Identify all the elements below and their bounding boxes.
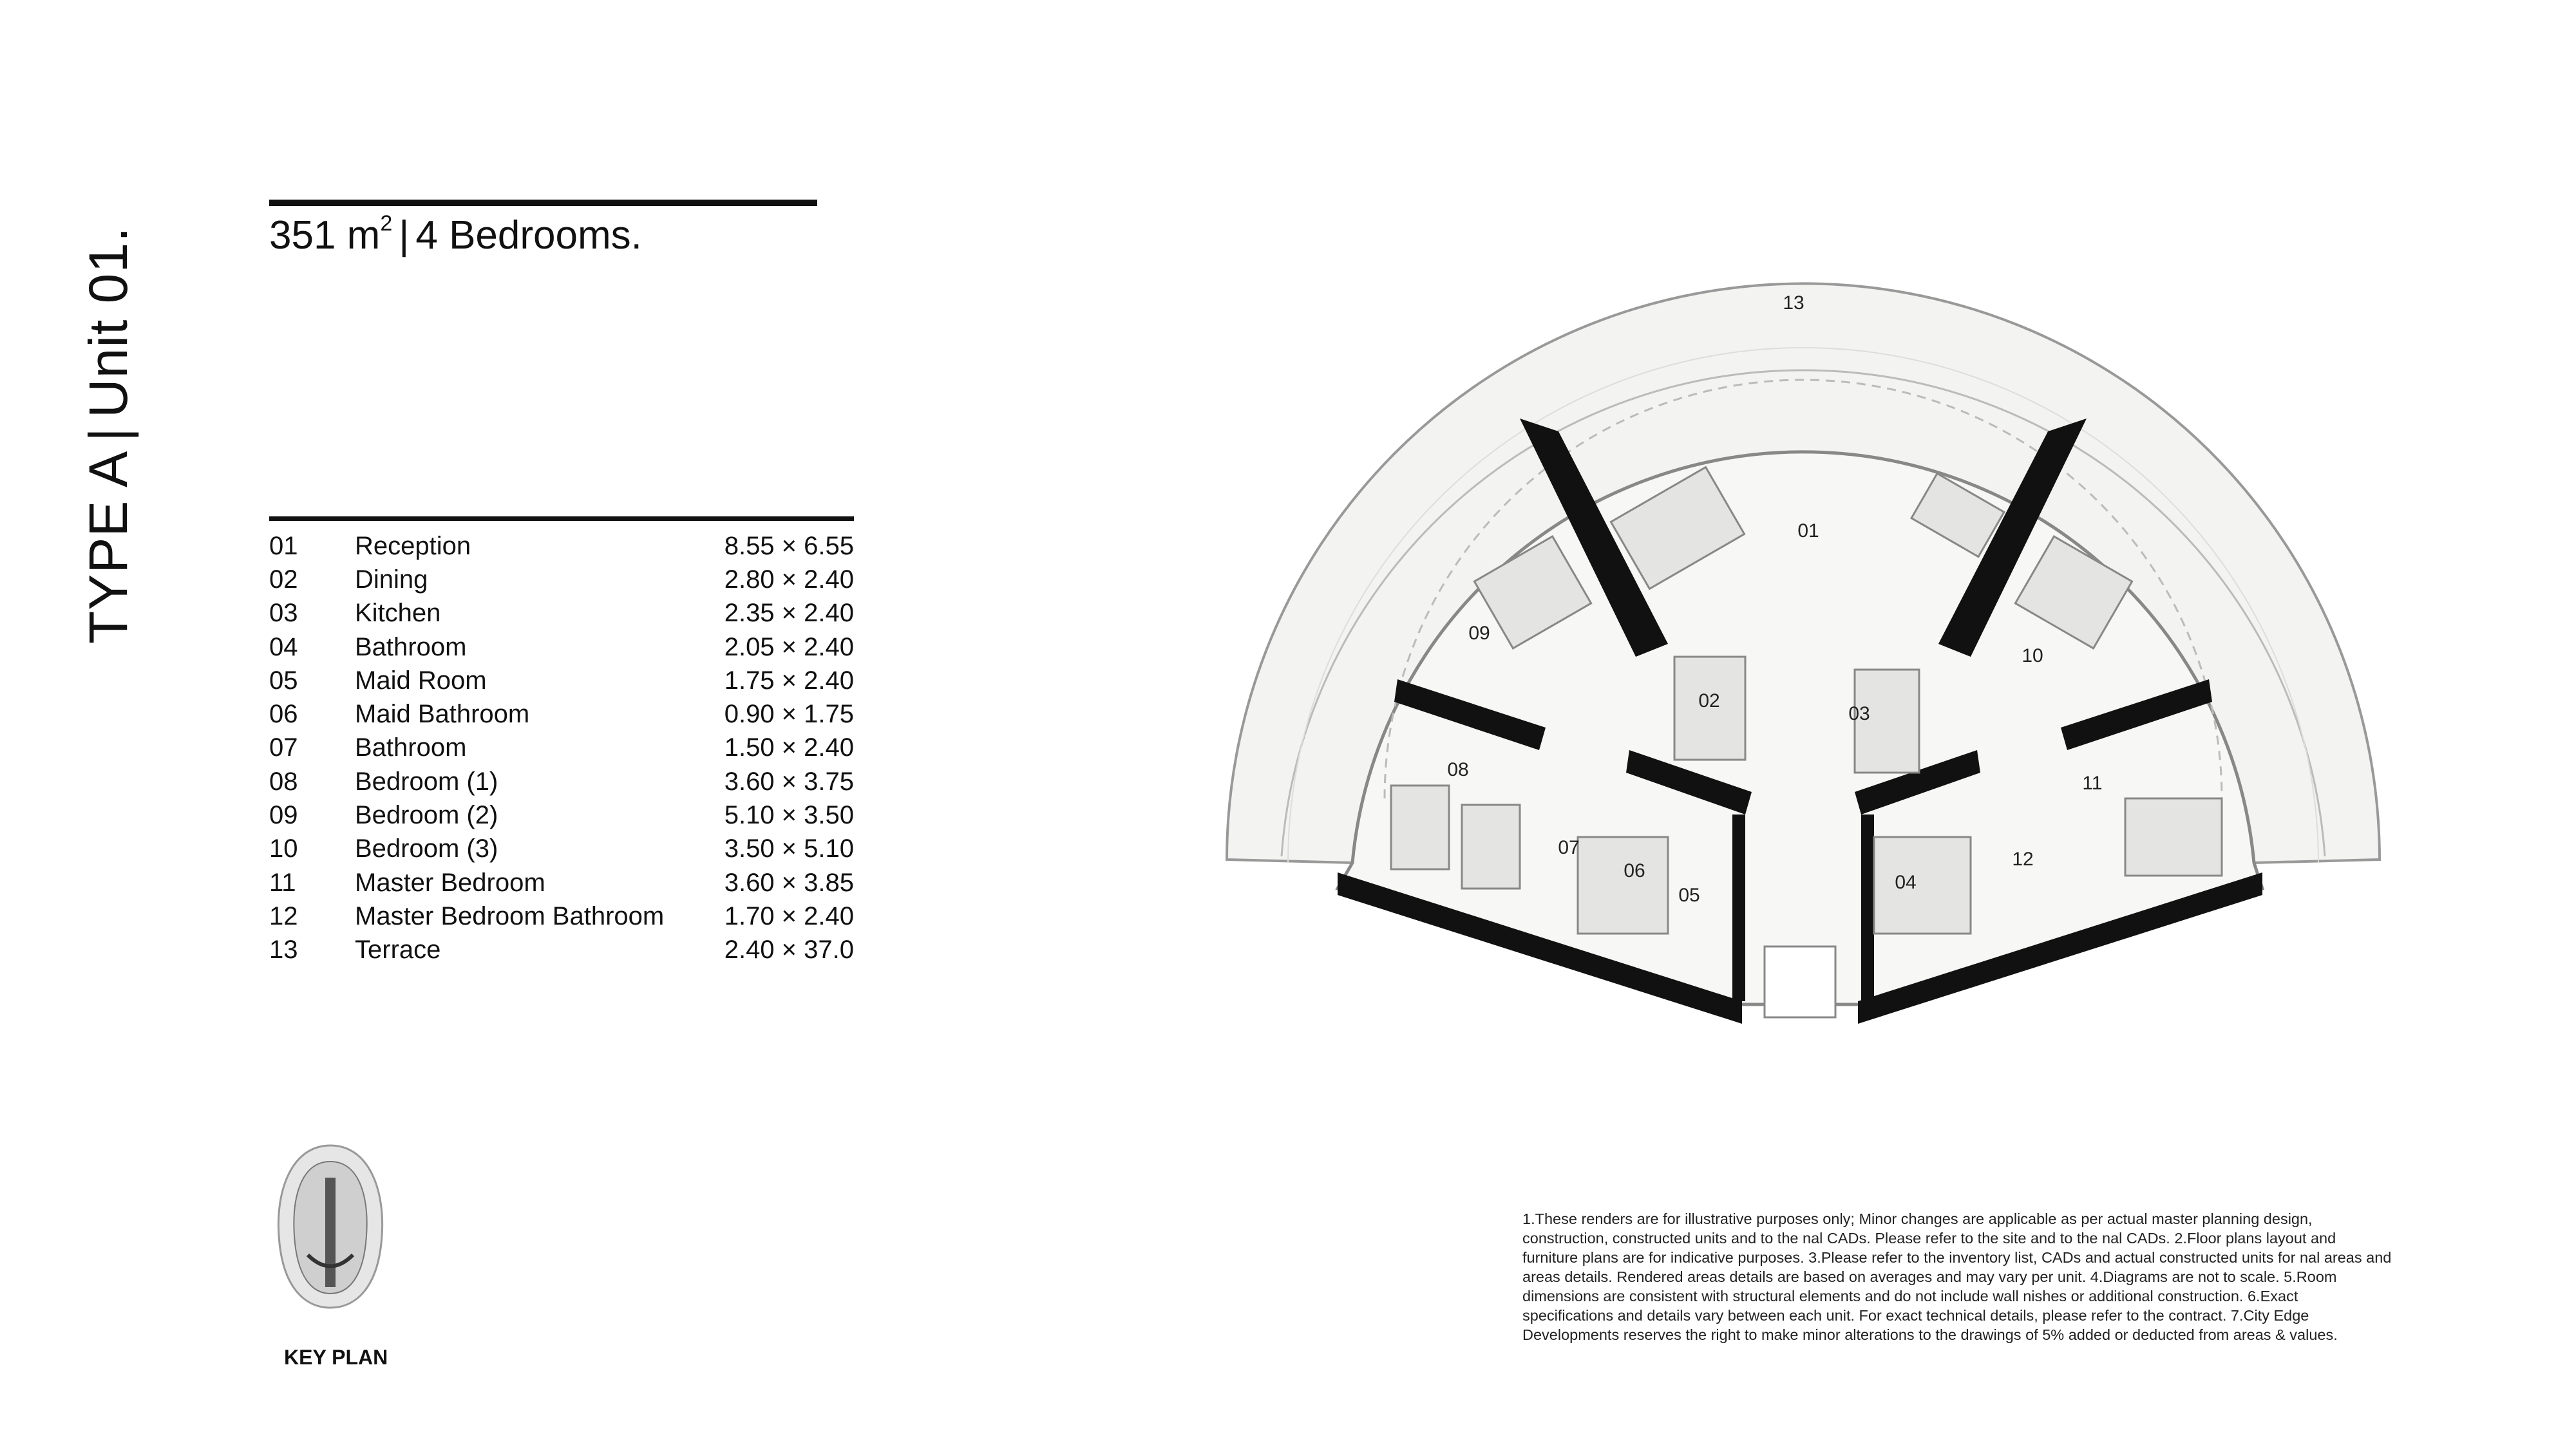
room-name: Master Bedroom (355, 868, 545, 897)
room-dimensions: 2.35 × 2.40 (724, 599, 854, 628)
room-dimensions: 8.55 × 6.55 (724, 531, 854, 560)
room-dimensions: 2.40 × 37.0 (724, 936, 854, 965)
room-row: 01 Reception 8.55 × 6.55 (269, 529, 854, 563)
room-dimensions: 3.60 × 3.85 (724, 868, 854, 897)
plan-room-label: 04 (1895, 872, 1916, 893)
room-number: 01 (269, 531, 298, 560)
key-plan-image (277, 1144, 384, 1309)
plan-room-label: 02 (1698, 690, 1719, 711)
room-dimensions: 1.50 × 2.40 (724, 733, 854, 762)
room-row: 10 Bedroom (3) 3.50 × 5.10 (269, 833, 854, 866)
room-dimensions: 5.10 × 3.50 (724, 801, 854, 830)
room-name: Kitchen (355, 599, 441, 628)
room-number: 13 (269, 936, 298, 965)
room-dimensions: 3.50 × 5.10 (724, 834, 854, 863)
plan-room-label: 05 (1678, 885, 1700, 906)
room-name: Bathroom (355, 733, 467, 762)
room-dimensions: 0.90 × 1.75 (724, 700, 854, 729)
room-name: Bedroom (2) (355, 801, 498, 830)
plan-room-label: 08 (1447, 759, 1468, 780)
summary-divider (269, 200, 817, 206)
plan-room-label: 01 (1797, 520, 1819, 541)
room-number: 07 (269, 733, 298, 762)
room-dimensions: 2.80 × 2.40 (724, 565, 854, 594)
room-number: 03 (269, 599, 298, 628)
room-dimensions: 3.60 × 3.75 (724, 767, 854, 796)
area-unit-sup: 2 (380, 211, 393, 236)
summary-separator: | (399, 213, 410, 258)
room-name: Maid Room (355, 666, 487, 695)
plan-room-label: 09 (1468, 623, 1490, 644)
plan-room-label: 13 (1783, 292, 1804, 314)
plan-room-label: 03 (1848, 703, 1870, 724)
room-number: 04 (269, 632, 298, 661)
room-row: 03 Kitchen 2.35 × 2.40 (269, 597, 854, 630)
room-dimensions: 1.70 × 2.40 (724, 901, 854, 930)
room-row: 13 Terrace 2.40 × 37.0 (269, 934, 854, 967)
room-row: 07 Bathroom 1.50 × 2.40 (269, 731, 854, 765)
furniture (1390, 466, 2223, 1019)
room-name: Bathroom (355, 632, 467, 661)
room-dimensions: 2.05 × 2.40 (724, 632, 854, 661)
room-name: Terrace (355, 936, 441, 965)
walls (1338, 419, 2262, 1024)
room-number: 12 (269, 901, 298, 930)
room-number: 11 (269, 868, 296, 897)
plan-room-label: 11 (2082, 773, 2102, 794)
room-row: 08 Bedroom (1) 3.60 × 3.75 (269, 765, 854, 798)
room-row: 12 Master Bedroom Bathroom 1.70 × 2.40 (269, 899, 854, 933)
room-dimensions: 1.75 × 2.40 (724, 666, 854, 695)
room-name: Dining (355, 565, 428, 594)
room-number: 10 (269, 834, 298, 863)
room-row: 09 Bedroom (2) 5.10 × 3.50 (269, 798, 854, 832)
bedroom-count: 4 Bedrooms. (415, 213, 642, 258)
plan-room-label: 07 (1558, 837, 1579, 858)
room-row: 06 Maid Bathroom 0.90 × 1.75 (269, 697, 854, 731)
room-row: 05 Maid Room 1.75 × 2.40 (269, 664, 854, 697)
plan-room-label: 12 (2012, 849, 2033, 870)
room-name: Bedroom (1) (355, 767, 498, 796)
room-row: 02 Dining 2.80 × 2.40 (269, 563, 854, 596)
room-number: 08 (269, 767, 298, 796)
disclaimer-text: 1.These renders are for illustrative pur… (1522, 1210, 2392, 1343)
room-name: Maid Bathroom (355, 700, 530, 729)
room-number: 05 (269, 666, 298, 695)
room-number: 09 (269, 801, 298, 830)
room-number: 06 (269, 700, 298, 729)
room-name: Reception (355, 531, 471, 560)
plan-room-label: 10 (2022, 645, 2043, 666)
rooms-divider (269, 516, 854, 521)
room-name: Bedroom (3) (355, 834, 498, 863)
plan-room-label: 06 (1624, 860, 1645, 881)
room-name: Master Bedroom Bathroom (355, 901, 665, 930)
key-plan-label: KEY PLAN (284, 1346, 388, 1369)
room-row: 04 Bathroom 2.05 × 2.40 (269, 630, 854, 664)
room-schedule: 01 Reception 8.55 × 6.55 02 Dining 2.80 × 2.4… (269, 529, 854, 967)
unit-summary: 351 m2|4 Bedrooms. (269, 211, 642, 258)
room-row: 11 Master Bedroom 3.60 × 3.85 (269, 866, 854, 899)
room-number: 02 (269, 565, 298, 594)
area-value: 351 m (269, 213, 381, 258)
